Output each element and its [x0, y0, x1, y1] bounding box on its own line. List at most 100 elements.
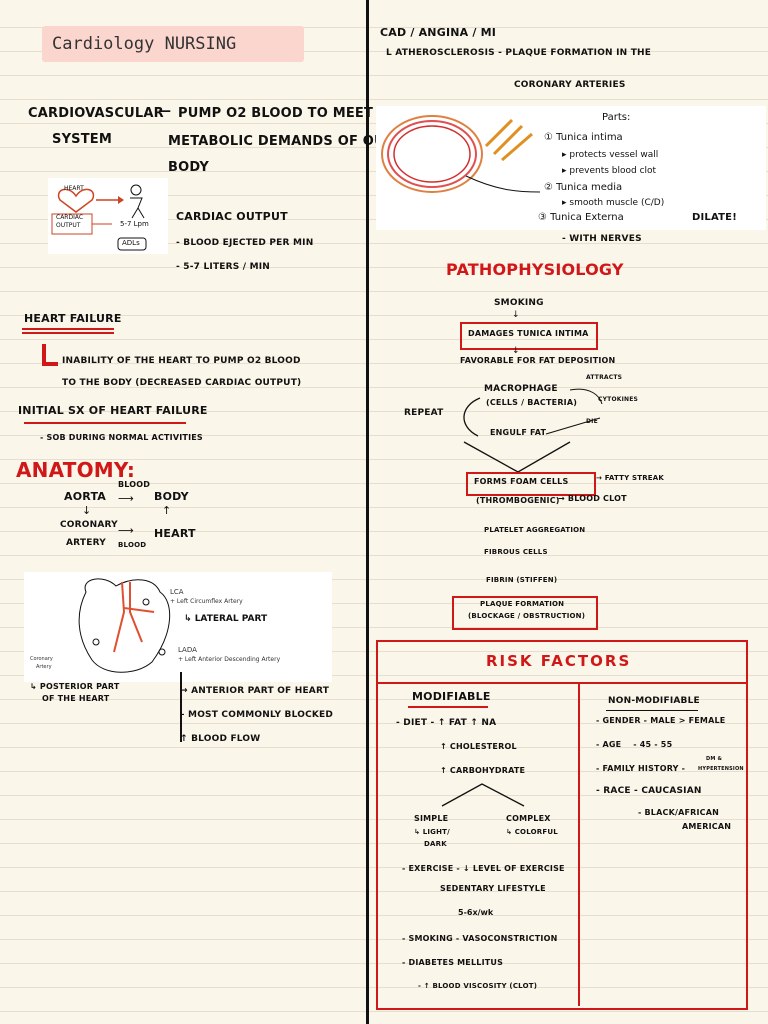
damages-label: DAMAGES TUNICA INTIMA [468, 329, 589, 338]
patho-flow-arrows [463, 388, 603, 473]
dilate-label: DILATE! [692, 212, 737, 223]
tunica-externa: ③ Tunica Externa [538, 212, 624, 223]
lca-full-label: + Left Circumflex Artery [170, 598, 243, 605]
cardiac-output-item2: - 5-7 LITERS / MIN [176, 262, 271, 272]
anatomy-heading: ANATOMY: [16, 458, 136, 482]
lada-label: LADA [178, 646, 197, 654]
viscosity-label: - ↑ BLOOD VISCOSITY (CLOT) [418, 982, 538, 990]
media-sub: ▸ smooth muscle (C/D) [562, 198, 665, 208]
arrow-right: ⟶ [118, 492, 134, 505]
complex-sub-text: COLORFUL [514, 828, 558, 836]
simple-label: SIMPLE [414, 814, 449, 823]
heart-shape [57, 188, 95, 213]
exercise-label: - EXERCISE - ↓ LEVEL OF EXERCISE [402, 864, 565, 873]
underline [22, 332, 114, 334]
marker [142, 598, 150, 606]
artery-cross-section [381, 115, 541, 193]
blood-label-bottom: BLOOD [118, 541, 147, 549]
intima-sub2-text: prevents blood clot [569, 166, 657, 176]
die-arrow [545, 417, 601, 435]
macrophage-label: MACROPHAGE [484, 384, 558, 394]
rate-label: 5-7 Lpm [120, 220, 149, 228]
family-history-label: - FAMILY HISTORY - [596, 764, 686, 773]
heart-label: HEART [154, 527, 196, 540]
lada-note1: → ANTERIOR PART OF HEART [180, 686, 330, 696]
simple-sub-line2: DARK [424, 840, 447, 848]
damages-box [460, 322, 598, 350]
race-label: - RACE - CAUCASIAN [596, 786, 702, 796]
intima-sub1-text: protects vessel wall [569, 150, 659, 160]
media-sub-text: smooth muscle (C/D) [569, 198, 665, 208]
anatomy-diagram-card: LCA + Left Circumflex Artery ↳ LATERAL P… [24, 572, 332, 682]
marker [158, 648, 166, 656]
coronary-heart-diagram [78, 578, 171, 673]
person-body-icon [130, 197, 145, 219]
body-label: BODY [154, 490, 189, 503]
favorable-label: FAVORABLE FOR FAT DEPOSITION [460, 356, 616, 365]
lada-note2-text: MOST COMMONLY BLOCKED [188, 710, 334, 720]
arrow-right: ⟶ [118, 524, 134, 537]
pointer-line [465, 175, 541, 193]
race-sub-line1: - BLACK/AFRICAN [638, 808, 720, 817]
artery-inner-ring [393, 125, 471, 183]
coronary-artery-line [113, 581, 126, 653]
cytokines-label: CYTOKINES [598, 396, 639, 403]
rca-label-line2: Artery [36, 664, 52, 670]
fibrous-label: FIBROUS CELLS [484, 548, 548, 556]
family-sub-line2: HYPERTENSION [698, 766, 744, 772]
adls-label: ADLs [122, 239, 140, 247]
arrow-up: ↑ [162, 504, 172, 517]
attracts-label: ATTRACTS [586, 374, 623, 381]
coronary-label-line2: ARTERY [66, 538, 106, 548]
lca-label: LCA [170, 588, 184, 596]
foam-cells-box [466, 472, 596, 496]
fatty-streak-text: FATTY STREAK [604, 474, 665, 482]
artery-layers-strip [484, 118, 533, 162]
adls-box [117, 237, 147, 251]
heart-label: HEART [64, 185, 84, 192]
lada-artery-line [129, 582, 143, 643]
smoking-risk-label: - SMOKING - VASOCONSTRICTION [402, 934, 558, 943]
thrombogenic-label: (THROMBOGENIC) [476, 496, 560, 505]
underline [408, 706, 488, 708]
frequency-label: 5-6x/wk [458, 908, 494, 917]
bracket-vertical [42, 344, 46, 366]
branch-lines [441, 783, 525, 807]
marker [92, 638, 100, 646]
artery-middle-ring [387, 120, 477, 188]
plaque-box [452, 596, 598, 630]
underline [24, 422, 186, 424]
age-label: - AGE - 45 - 55 [596, 740, 673, 749]
cv-system-def-line1: PUMP O2 BLOOD TO MEET [178, 106, 374, 121]
posterior-text: POSTERIOR PART [39, 682, 120, 691]
complex-label: COMPLEX [506, 814, 551, 823]
cv-system-def-line3: BODY [168, 160, 210, 175]
fibrin-label: FIBRIN (STIFFEN) [486, 576, 558, 584]
die-label: DIE [586, 418, 598, 425]
dash: — [158, 104, 172, 119]
risk-factors-box [376, 640, 748, 1010]
family-sub-line1: DM & [706, 756, 723, 762]
underline [22, 328, 114, 330]
tunica-externa-text: Tunica Externa [550, 212, 624, 223]
arrow-down: ↓ [512, 346, 520, 356]
patho-heading: PATHOPHYSIOLOGY [446, 260, 624, 279]
heart-outline [78, 578, 171, 673]
heart-failure-heading: HEART FAILURE [24, 312, 122, 325]
nonmodifiable-heading: NON-MODIFIABLE [608, 696, 700, 706]
center-divider [366, 0, 369, 1024]
arrow-down: ↓ [82, 504, 92, 517]
risk-column-rule [578, 682, 580, 1006]
atherosclerosis-line2: CORONARY ARTERIES [514, 80, 626, 90]
initial-sx-heading: INITIAL SX OF HEART FAILURE [18, 404, 208, 417]
nerves-label: - WITH NERVES [562, 234, 642, 244]
initial-sx-item: - SOB DURING NORMAL ACTIVITIES [40, 433, 203, 442]
race-sub-line2: AMERICAN [682, 822, 732, 831]
engulf-label: ENGULF FAT [490, 428, 547, 437]
intima-sub1: ▸ protects vessel wall [562, 150, 659, 160]
person-head-icon [130, 184, 142, 196]
heart-failure-def-line1: INABILITY OF THE HEART TO PUMP O2 BLOOD [62, 356, 301, 366]
cv-system-term-line1: CARDIOVASCULAR [28, 106, 164, 121]
heart-diagram [51, 184, 147, 251]
fatty-streak-label: → FATTY STREAK [596, 474, 665, 482]
